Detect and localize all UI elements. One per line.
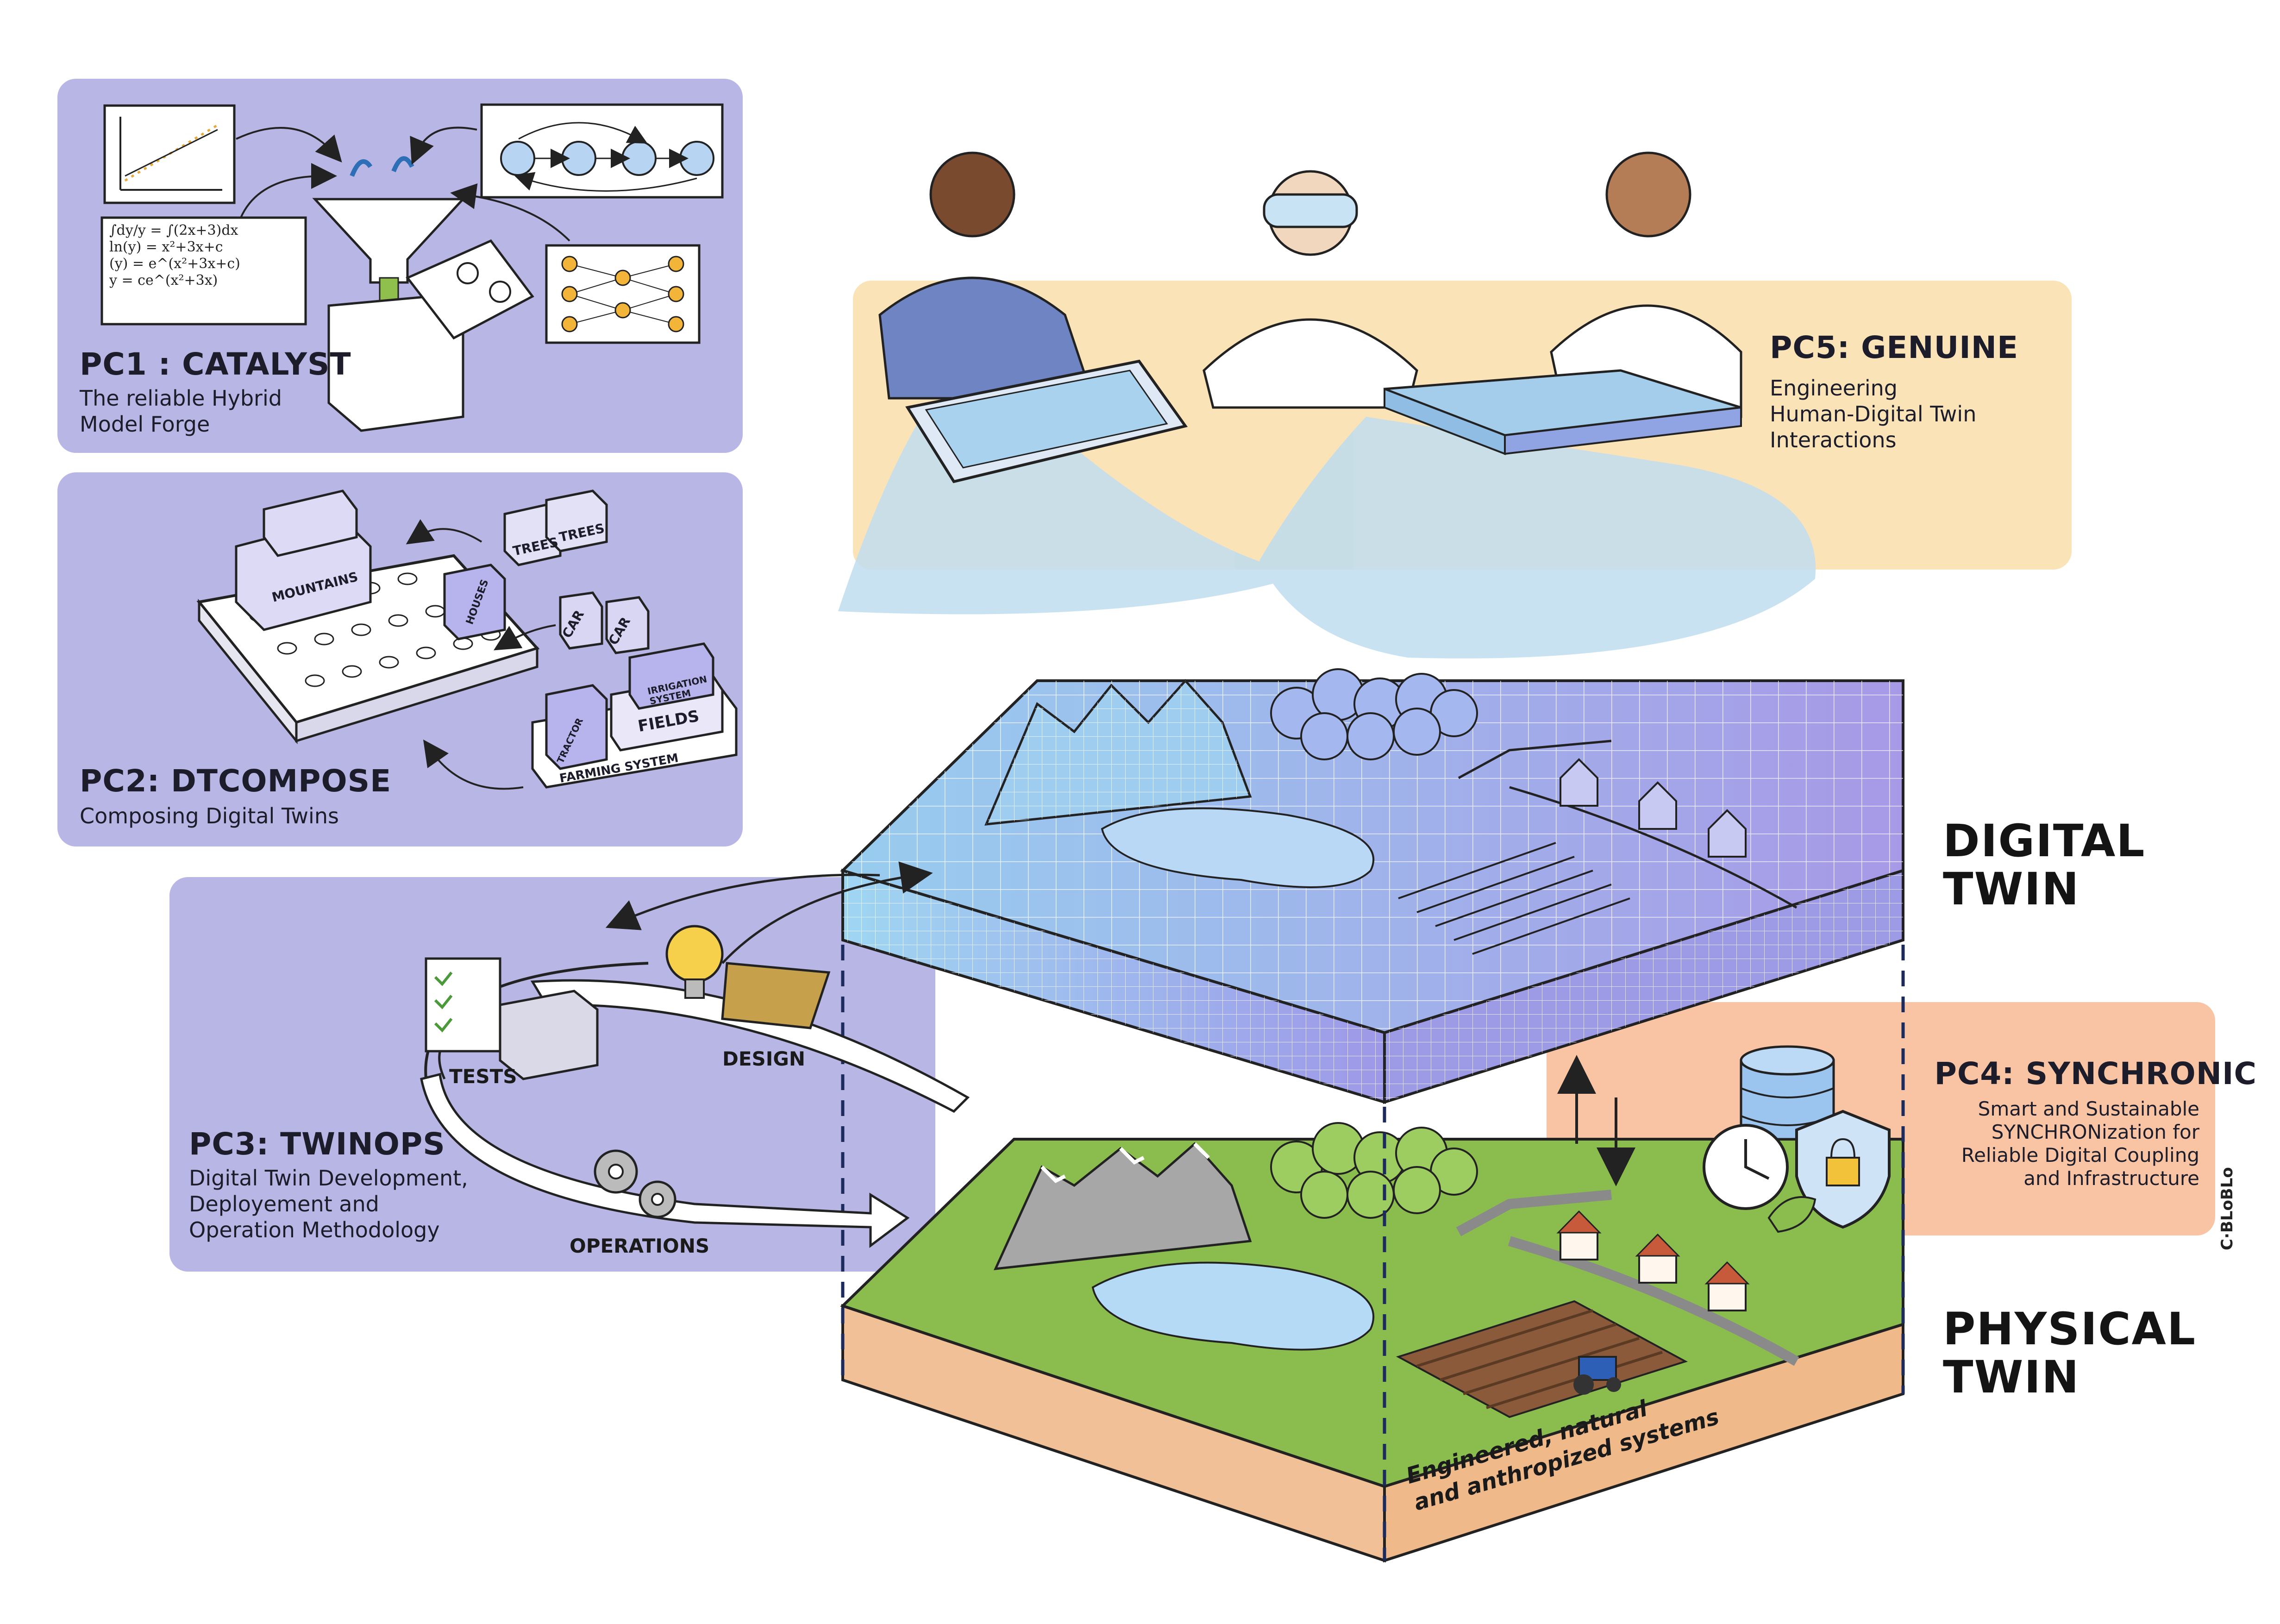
pc2-trees-bricks: TREES TREES (503, 489, 608, 566)
pc1-equations: ∫dy/y = ∫(2x+3)dx ln(y) = x²+3x+c (y) = … (109, 222, 240, 288)
pc1-neural-net-icon (545, 244, 701, 344)
physical-twin-label: PHYSICAL TWIN (1943, 1303, 2196, 1403)
person-model-table (1384, 151, 1742, 455)
clock-icon (1703, 1124, 1789, 1210)
cycle-label-tests: TESTS (449, 1065, 517, 1088)
cycle-label-operations: OPERATIONS (570, 1235, 710, 1257)
pc1-lego-box-icon (327, 239, 534, 432)
twin-connectors (841, 945, 1905, 1561)
dt-to-pc3-arrow (605, 873, 880, 930)
person-tablet (878, 151, 1188, 483)
pc2-title: PC2: DTCOMPOSE (80, 763, 392, 799)
leaf-icon (1767, 1196, 1816, 1233)
pc3-to-dt-arrow (721, 861, 933, 964)
pc3-title: PC3: TWINOPS (189, 1126, 445, 1162)
pc2-subtitle: Composing Digital Twins (80, 803, 339, 828)
signature: C·BLoBLo (2218, 1167, 2236, 1250)
pc1-graph-icon (103, 104, 236, 204)
pc1-title: PC1 : CATALYST (80, 346, 351, 382)
digital-twin-slab (840, 668, 1904, 1104)
pc4-sync-arrows (1557, 1055, 1635, 1186)
pc1-math-icon (100, 216, 307, 326)
digital-twin-label: DIGITAL TWIN (1943, 815, 2146, 915)
pc2-car-bricks: CAR CAR (559, 591, 650, 654)
pc2-houses-brick: HOUSES (443, 564, 506, 640)
pc3-subtitle: Digital Twin Development, Deployement an… (189, 1166, 468, 1242)
pc4-subtitle: Smart and Sustainable SYNCHRONization fo… (1961, 1097, 2199, 1190)
pc5-title: PC5: GENUINE (1770, 330, 2019, 365)
person-vr-headset (1203, 170, 1418, 409)
pc2-mountains-brick: MOUNTAINS (235, 489, 372, 631)
pc5-subtitle: Engineering Human-Digital Twin Interacti… (1770, 376, 1977, 452)
shield-lock-icon (1795, 1110, 1891, 1229)
pc3-cycle (420, 925, 970, 1248)
pc1-state-machine-icon (480, 103, 724, 199)
pc1-arrows (236, 126, 570, 242)
pc4-title: PC4: SYNCHRONIC (1934, 1056, 2257, 1091)
cycle-label-design: DESIGN (722, 1047, 806, 1070)
pc1-subtitle: The reliable Hybrid Model Forge (80, 386, 282, 437)
pc2-arrows (406, 519, 556, 790)
pc2-farming-stack: TRACTOR FIELDS IRRIGATIONSYSTEM FARMING … (531, 642, 738, 789)
